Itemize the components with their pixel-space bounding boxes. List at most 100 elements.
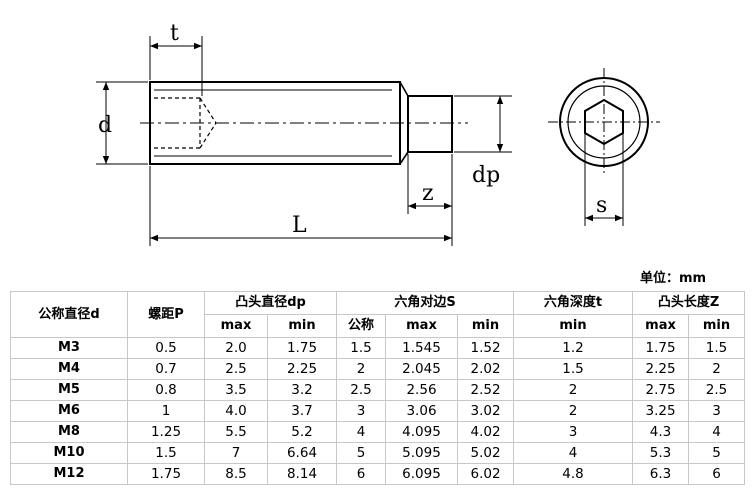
- col-z-min: min: [688, 314, 746, 338]
- table-cell: 6.095: [385, 463, 458, 485]
- table-cell: 4.3: [632, 421, 690, 443]
- table-cell: 2.75: [632, 379, 690, 401]
- label-dp: dp: [472, 163, 500, 188]
- table-cell: 2.5: [688, 379, 746, 401]
- table-cell: 3.06: [385, 400, 458, 422]
- col-pitch: 螺距P: [127, 291, 205, 338]
- table-cell: 2.25: [632, 358, 690, 380]
- table-cell: 6: [688, 463, 746, 485]
- dimension-t: [149, 36, 203, 96]
- table-cell: M12: [10, 463, 128, 485]
- table-cell: M6: [10, 400, 128, 422]
- label-z: z: [422, 181, 434, 206]
- technical-drawing: t d L z dp s: [96, 21, 660, 246]
- table-cell: 4.0: [204, 400, 268, 422]
- table-cell: 2.5: [204, 358, 268, 380]
- table-cell: 3: [688, 400, 746, 422]
- table-cell: 5.2: [267, 421, 337, 443]
- table-cell: 1.5: [127, 442, 205, 464]
- table-cell: 5.095: [385, 442, 458, 464]
- col-dp-min: min: [267, 314, 337, 338]
- table-cell: M4: [10, 358, 128, 380]
- table-cell: 4: [513, 442, 634, 464]
- table-row: M8 1.25 5.5 5.2 4 4.095 4.02 3 4.3 4: [10, 421, 746, 443]
- table-cell: 8.5: [204, 463, 268, 485]
- table-cell: 1.25: [127, 421, 205, 443]
- table-cell: 7: [204, 442, 268, 464]
- table-cell: 5.3: [632, 442, 690, 464]
- table-cell: 4: [688, 421, 746, 443]
- table-cell: 2.56: [385, 379, 458, 401]
- table-cell: 2.52: [456, 379, 515, 401]
- dimension-dp: [454, 95, 512, 153]
- table-cell: 1.75: [632, 337, 690, 359]
- col-dp: 凸头直径dp: [204, 291, 337, 315]
- col-s-max: max: [385, 314, 458, 338]
- dimension-d: [96, 81, 148, 165]
- table-cell: 3.25: [632, 400, 690, 422]
- table-cell: M10: [10, 442, 128, 464]
- spec-table-body: M3 0.5 2.0 1.75 1.5 1.545 1.52 1.2 1.75 …: [10, 337, 746, 485]
- col-s-min: min: [456, 314, 515, 338]
- table-cell: 3: [513, 421, 634, 443]
- table-cell: 3.5: [204, 379, 268, 401]
- label-d: d: [98, 113, 112, 138]
- table-row: M12 1.75 8.5 8.14 6 6.095 6.02 4.8 6.3 6: [10, 463, 746, 485]
- table-cell: 2.02: [456, 358, 515, 380]
- table-cell: 2.045: [385, 358, 458, 380]
- table-cell: 5.5: [204, 421, 268, 443]
- table-cell: 2: [336, 358, 386, 380]
- table-cell: 1.75: [267, 337, 337, 359]
- col-s-nominal: 公称: [336, 314, 386, 338]
- table-cell: 4.8: [513, 463, 634, 485]
- label-L: L: [292, 213, 307, 238]
- col-z-max: max: [632, 314, 690, 338]
- table-cell: 0.8: [127, 379, 205, 401]
- col-nominal-d: 公称直径d: [10, 291, 128, 338]
- table-cell: M5: [10, 379, 128, 401]
- header-row-sub: max min 公称 max min min max min: [11, 314, 746, 338]
- table-cell: 2.5: [336, 379, 386, 401]
- table-cell: 0.7: [127, 358, 205, 380]
- dimension-s: [584, 134, 624, 226]
- col-z: 凸头长度Z: [632, 291, 746, 315]
- table-row: M10 1.5 7 6.64 5 5.095 5.02 4 5.3 5: [10, 442, 746, 464]
- table-cell: 6.02: [456, 463, 515, 485]
- table-cell: 2.25: [267, 358, 337, 380]
- col-t-min: min: [513, 314, 634, 338]
- table-cell: 4: [336, 421, 386, 443]
- spec-table: 公称直径d 螺距P 凸头直径dp 六角对边S 六角深度t 凸头长度Z max m…: [10, 291, 746, 485]
- table-cell: 1.5: [336, 337, 386, 359]
- table-cell: 4.095: [385, 421, 458, 443]
- table-cell: 1.545: [385, 337, 458, 359]
- table-row: M6 1 4.0 3.7 3 3.06 3.02 2 3.25 3: [10, 400, 746, 422]
- table-cell: 1.75: [127, 463, 205, 485]
- table-row: M4 0.7 2.5 2.25 2 2.045 2.02 1.5 2.25 2: [10, 358, 746, 380]
- table-row: M5 0.8 3.5 3.2 2.5 2.56 2.52 2 2.75 2.5: [10, 379, 746, 401]
- table-cell: 2: [688, 358, 746, 380]
- table-cell: 6.3: [632, 463, 690, 485]
- table-cell: 0.5: [127, 337, 205, 359]
- table-cell: 3.7: [267, 400, 337, 422]
- col-dp-max: max: [204, 314, 268, 338]
- header-row-top: 公称直径d 螺距P 凸头直径dp 六角对边S 六角深度t 凸头长度Z: [10, 291, 746, 338]
- table-cell: 3.2: [267, 379, 337, 401]
- label-s: s: [596, 193, 607, 218]
- table-cell: 5: [688, 442, 746, 464]
- table-cell: M3: [10, 337, 128, 359]
- table-cell: 1.52: [456, 337, 515, 359]
- table-cell: 6: [336, 463, 386, 485]
- col-s: 六角对边S: [335, 291, 515, 315]
- table-cell: 5.02: [456, 442, 515, 464]
- table-cell: 1.5: [513, 358, 634, 380]
- col-t: 六角深度t: [513, 291, 634, 315]
- dimension-z: [407, 154, 453, 214]
- table-cell: 1: [127, 400, 205, 422]
- table-row: M3 0.5 2.0 1.75 1.5 1.545 1.52 1.2 1.75 …: [10, 337, 746, 359]
- label-t: t: [170, 21, 179, 46]
- screw-side-view: [140, 81, 468, 165]
- table-cell: 5: [336, 442, 386, 464]
- table-cell: 1.2: [513, 337, 634, 359]
- table-cell: 3.02: [456, 400, 515, 422]
- table-cell: 2: [513, 400, 634, 422]
